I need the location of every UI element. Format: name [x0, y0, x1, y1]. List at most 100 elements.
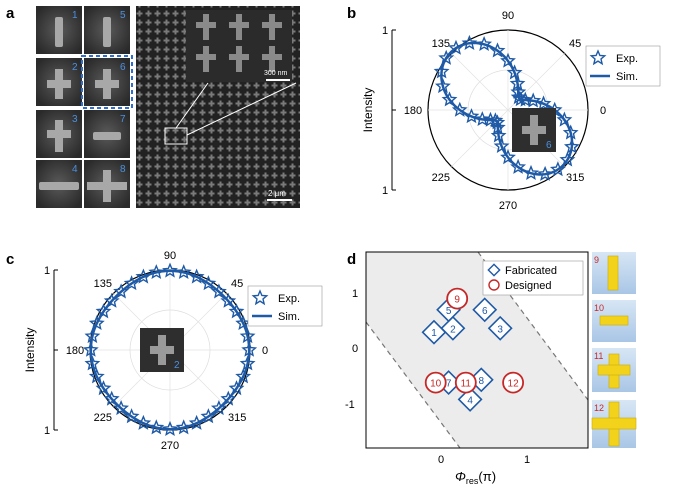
sim-curve	[89, 269, 251, 431]
star-marker	[463, 108, 480, 124]
sem-array-image: 300 nm 2 μm	[136, 6, 300, 208]
legend: Exp. Sim.	[247, 285, 323, 327]
star-marker	[88, 315, 105, 331]
panel-b-label: b	[347, 5, 356, 22]
star-marker	[148, 419, 165, 435]
designed-number: 10	[430, 379, 442, 390]
model-9-number: 9	[594, 255, 599, 265]
inset-number: 6	[546, 140, 552, 151]
inset-number: 2	[174, 360, 180, 371]
tile-number: 3	[72, 114, 78, 125]
star-marker	[210, 283, 227, 299]
star-marker	[123, 408, 140, 424]
sem-tile-3: 3	[36, 110, 82, 158]
star-marker	[441, 91, 458, 107]
legend-fabricated: Fabricated	[505, 265, 557, 277]
xlabel-d: Φres(π)	[455, 469, 496, 486]
tile-number: 6	[120, 62, 126, 73]
star-marker	[200, 408, 217, 424]
angle-label: 315	[566, 172, 584, 184]
star-marker	[241, 341, 258, 357]
legend-exp: Exp.	[278, 293, 300, 305]
zoom-line-2	[186, 82, 297, 136]
fabricated-number: 5	[446, 306, 452, 317]
sem-tile-1: 1	[36, 6, 82, 54]
star-marker	[135, 268, 152, 284]
angle-label: 0	[262, 345, 268, 357]
star-marker	[175, 264, 192, 280]
radial-tick: 1	[382, 185, 388, 197]
panel-d-label: d	[347, 251, 356, 268]
star-marker	[523, 164, 539, 180]
star-marker	[188, 268, 205, 284]
intensity-label: Intensity	[23, 328, 37, 373]
designed-marker: 9	[446, 287, 469, 310]
tile-number: 1	[72, 10, 78, 21]
angle-label: 180	[404, 105, 422, 117]
star-marker	[434, 77, 451, 94]
panel-a-label: a	[6, 5, 15, 22]
legend-exp: Exp.	[616, 53, 638, 65]
designed-number: 11	[461, 379, 472, 390]
star-marker	[188, 414, 205, 430]
star-marker	[506, 64, 523, 80]
star-marker	[228, 303, 245, 319]
fabricated-marker: 3	[487, 315, 513, 341]
star-marker	[113, 399, 130, 416]
star-marker	[113, 283, 130, 299]
tile-number: 2	[72, 62, 78, 73]
fabricated-number: 2	[450, 324, 456, 335]
legend-sim: Sim.	[278, 311, 300, 323]
fabricated-number: 3	[497, 324, 503, 335]
star-marker	[148, 264, 165, 280]
fabricated-number: 8	[478, 376, 484, 387]
radial-tick: 1	[44, 265, 50, 277]
star-marker	[489, 114, 506, 130]
scale-label-300nm: 300 nm	[264, 70, 288, 77]
star-marker	[509, 75, 526, 91]
angle-label: 315	[228, 412, 246, 424]
ytick-0: 0	[352, 343, 358, 355]
star-marker	[84, 327, 101, 344]
star-marker	[563, 138, 580, 154]
designed-marker: 11	[454, 371, 477, 394]
star-marker	[448, 39, 464, 55]
zoom-line-1	[175, 82, 209, 129]
sem-tile-2: 2	[36, 58, 82, 106]
sem-tile-8: 8	[84, 160, 130, 208]
star-marker	[95, 303, 112, 319]
fabricated-marker: 4	[457, 386, 483, 412]
model-10-number: 10	[594, 303, 604, 313]
star-marker	[476, 35, 493, 51]
star-marker	[500, 149, 516, 165]
angle-label: 45	[569, 38, 581, 50]
ytick-neg1: -1	[345, 399, 355, 411]
star-marker	[103, 390, 120, 406]
angle-label: 225	[432, 172, 450, 184]
star-marker	[210, 399, 227, 416]
star-marker	[535, 95, 552, 111]
fabricated-number: 1	[431, 328, 437, 339]
star-marker	[162, 420, 178, 436]
exp-markers	[433, 34, 580, 181]
angle-label: 270	[161, 440, 179, 452]
star-marker	[123, 275, 140, 291]
angle-label: 135	[432, 38, 450, 50]
star-marker	[175, 419, 192, 435]
exp-markers	[82, 262, 258, 436]
star-marker	[556, 111, 573, 127]
star-marker	[510, 89, 527, 105]
sem-tile-7: 7	[84, 110, 130, 158]
star-marker	[228, 380, 245, 396]
designed-legend-icon	[488, 279, 500, 291]
designed-number: 12	[508, 379, 520, 390]
fabricated-marker: 2	[440, 315, 466, 341]
star-marker	[487, 112, 504, 128]
tile-number: 5	[120, 10, 126, 21]
star-marker	[517, 91, 534, 107]
legend-d: Fabricated Designed	[482, 260, 584, 296]
designed-number: 9	[454, 295, 460, 306]
